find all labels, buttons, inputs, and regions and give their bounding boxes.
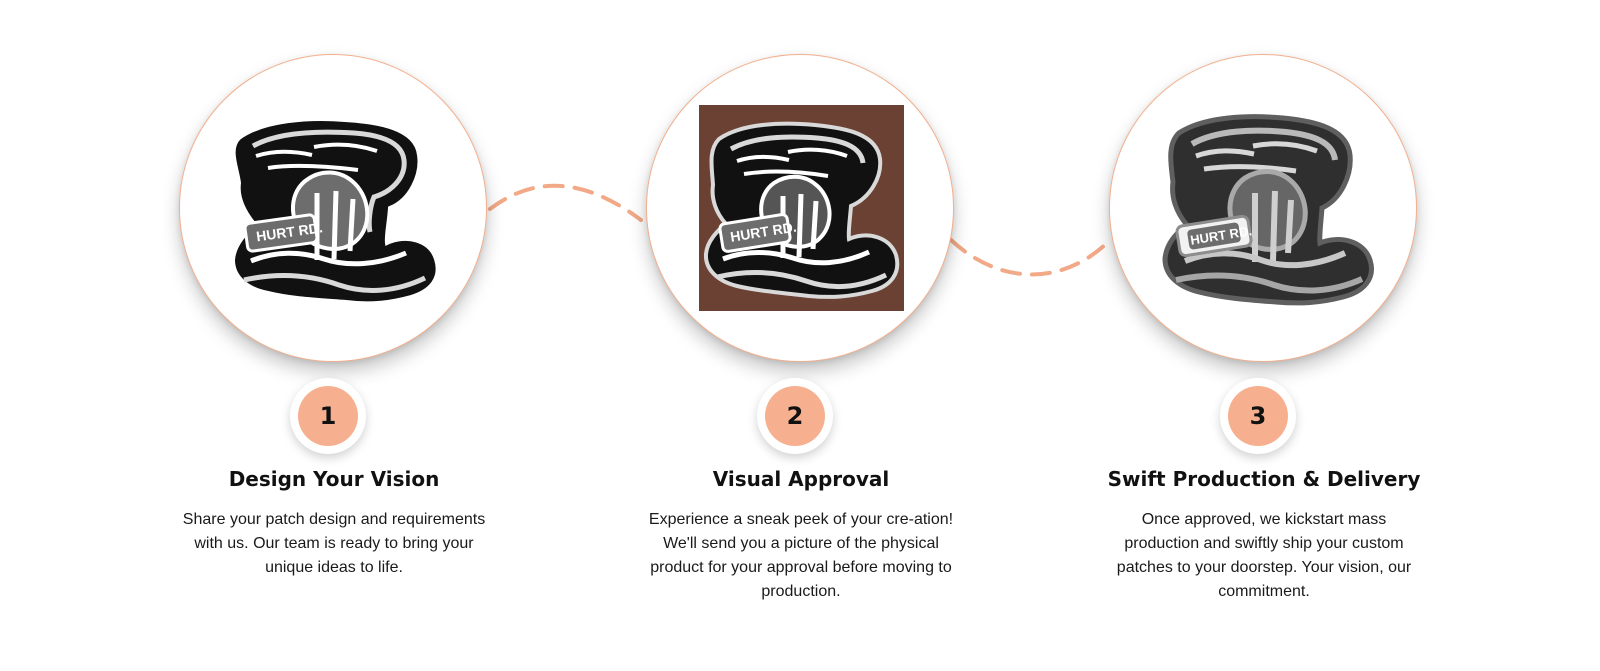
step-number-ring: 3 bbox=[1220, 378, 1296, 454]
step-description: Once approved, we kickstart mass product… bbox=[1116, 511, 1412, 600]
patch-image-proof: HURT RD. bbox=[699, 105, 904, 311]
process-step-2: HURT RD. 2 Visual Approval Experience a … bbox=[631, 0, 971, 671]
step-image-circle: HURT RD. bbox=[646, 54, 954, 362]
patch-image-finished: HURT RD. bbox=[1162, 114, 1374, 306]
process-step-3: HURT RD. 3 Swift Production & Delivery O… bbox=[1094, 0, 1434, 671]
step-number-badge: 2 bbox=[765, 386, 825, 446]
step-description: Share your patch design and requirements… bbox=[182, 511, 486, 576]
step-number-ring: 2 bbox=[757, 378, 833, 454]
patch-outline: HURT RD. bbox=[230, 117, 440, 306]
step-number-badge: 3 bbox=[1228, 386, 1288, 446]
patch-image-design: HURT RD. bbox=[230, 117, 440, 306]
step-title: Swift Production & Delivery bbox=[1107, 467, 1421, 491]
step-image-circle: HURT RD. bbox=[1109, 54, 1417, 362]
step-title: Design Your Vision bbox=[228, 467, 440, 491]
step-title: Visual Approval bbox=[712, 467, 890, 491]
step-description: Experience a sneak peek of your cre-atio… bbox=[648, 511, 954, 600]
process-step-1: HURT RD. 1 Design Your Vision Share your… bbox=[164, 0, 504, 671]
connector-segment-2 bbox=[949, 238, 1112, 277]
patch-outline: HURT RD. bbox=[703, 121, 900, 299]
step-number-badge: 1 bbox=[298, 386, 358, 446]
patch-outline: HURT RD. bbox=[1162, 114, 1374, 306]
connector-segment-1 bbox=[488, 183, 643, 222]
step-image-circle: HURT RD. bbox=[179, 54, 487, 362]
step-number-ring: 1 bbox=[290, 378, 366, 454]
